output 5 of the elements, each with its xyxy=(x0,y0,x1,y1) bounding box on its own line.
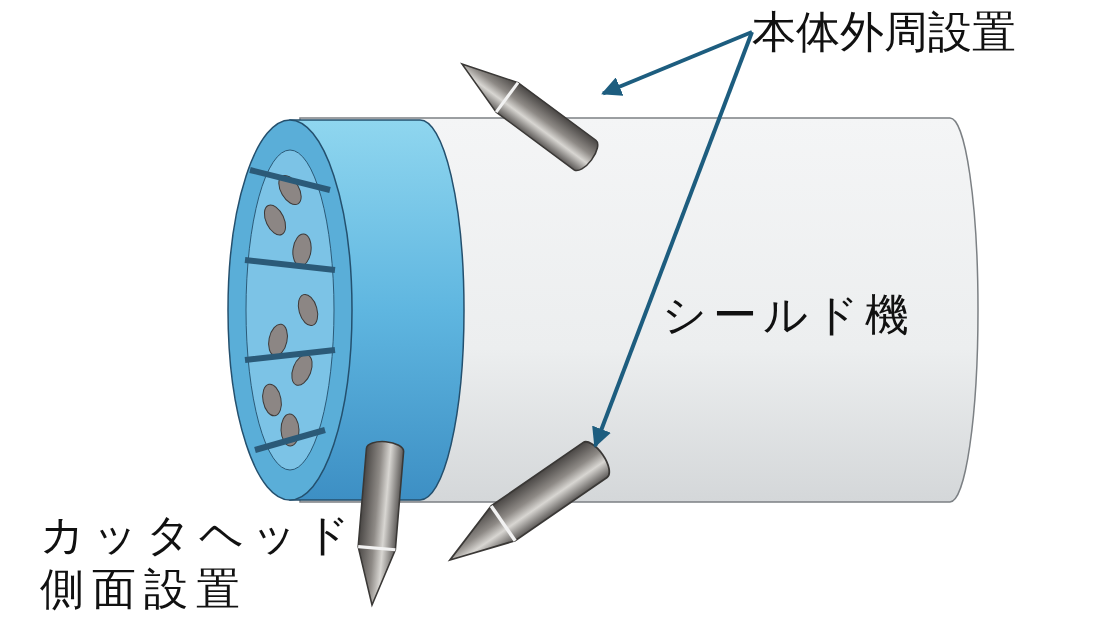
label-text: カッタヘッド側面設置 xyxy=(40,508,359,616)
arrow xyxy=(592,31,754,448)
callout-text: 本体外周設置 xyxy=(752,6,1016,58)
arrow xyxy=(601,30,753,96)
label-text: シールド機 xyxy=(662,288,916,342)
